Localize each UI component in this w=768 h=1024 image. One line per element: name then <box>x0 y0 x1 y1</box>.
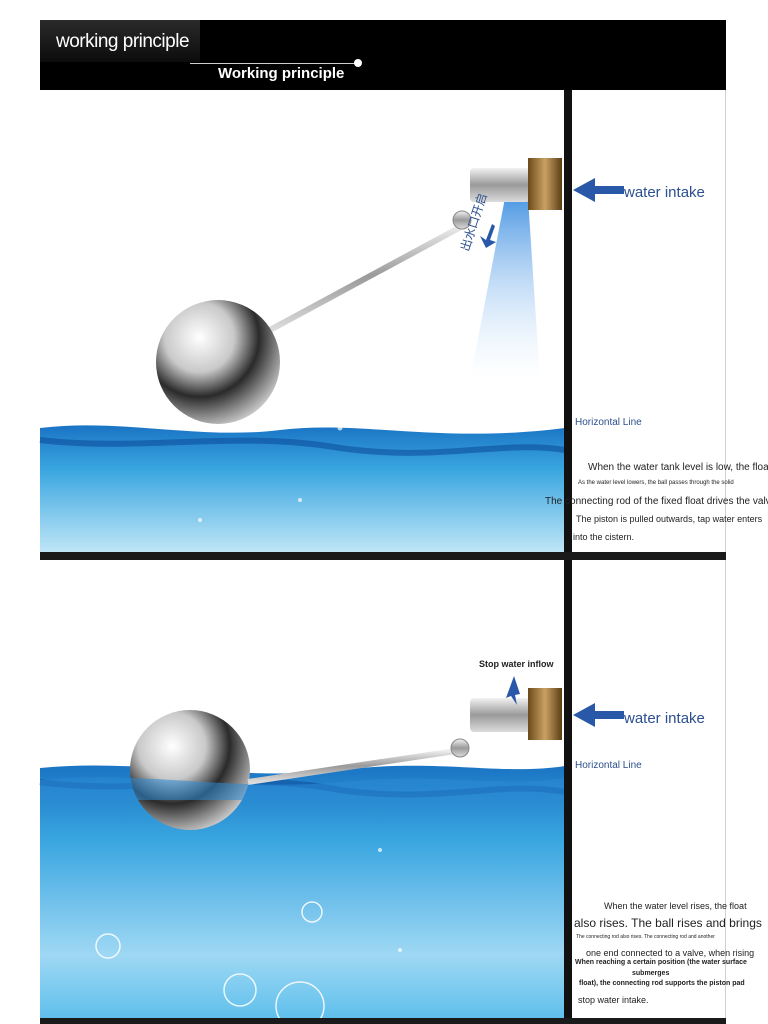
header-underline <box>190 63 358 64</box>
connecting-rod <box>268 219 472 333</box>
desc-line: When reaching a certain position (the wa… <box>575 959 747 966</box>
outlet-arrow <box>480 224 496 248</box>
page-title: working principle <box>56 31 190 52</box>
desc-line: The connecting rod also rises. The conne… <box>576 934 715 940</box>
valve-body-high <box>470 698 530 732</box>
valve-hinge <box>452 210 472 230</box>
water-intake-label: water intake <box>624 184 705 201</box>
page-subtitle: Working principle <box>218 65 345 82</box>
desc-line: stop water intake. <box>578 995 649 1005</box>
desc-line: one end connected to a valve, when risin… <box>586 948 755 958</box>
valve-thread <box>528 158 562 210</box>
water-body-high <box>40 765 565 1018</box>
valve-thread-high <box>528 688 562 740</box>
intake-arrow-high <box>573 703 624 727</box>
stop-inflow-label: Stop water inflow <box>479 659 554 669</box>
desc-line: submerges <box>632 970 670 977</box>
desc-line: As the water level lowers, the ball pass… <box>578 480 734 486</box>
stop-arrow <box>506 676 520 705</box>
desc-line: also rises. The ball rises and brings <box>574 916 762 930</box>
horizontal-line-label: Horizontal Line <box>575 760 642 771</box>
water-body <box>40 425 565 552</box>
horizontal-line-label: Horizontal Line <box>575 417 642 428</box>
section-divider <box>40 552 726 560</box>
header-tab <box>40 20 200 62</box>
float-ball-high <box>130 710 250 830</box>
desc-line: float), the connecting rod supports the … <box>579 980 745 987</box>
intake-arrow <box>573 178 624 202</box>
header-dot <box>354 59 362 67</box>
water-spray <box>470 198 540 380</box>
desc-line: The connecting rod of the fixed float dr… <box>545 496 768 507</box>
desc-line: When the water level rises, the float <box>604 901 747 911</box>
valve-body <box>470 168 530 202</box>
bottom-divider <box>40 1018 726 1024</box>
desc-line: When the water tank level is low, the fl… <box>588 462 768 473</box>
desc-line: The piston is pulled outwards, tap water… <box>576 514 763 524</box>
float-ball <box>156 300 280 424</box>
water-intake-label: water intake <box>624 710 705 727</box>
wall-line <box>564 90 572 552</box>
desc-line: into the cistern. <box>573 532 635 542</box>
connecting-rod-high <box>247 747 463 785</box>
wall-line-high <box>564 560 572 1018</box>
